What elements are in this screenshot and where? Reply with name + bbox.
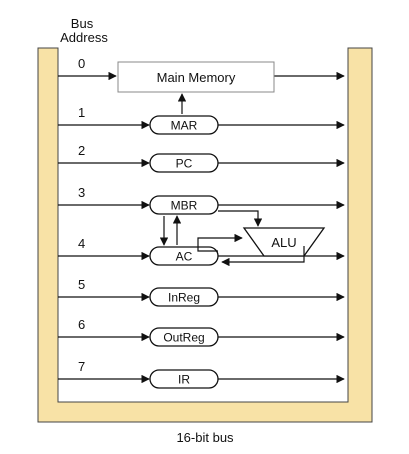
bus-address-number: 6 [78,317,85,332]
bus-address-number: 7 [78,359,85,374]
bus-address-number: 0 [78,56,85,71]
alu-label: ALU [271,235,296,250]
inreg-register-label: InReg [168,291,200,305]
mbr-to-alu-arrow [218,210,263,227]
main-memory-box [117,61,275,93]
ac-register-label: AC [176,250,193,264]
bus-address-header-line1: Bus [71,16,94,31]
main-memory-label: Main Memory [157,70,236,85]
mar-register-box [149,115,219,135]
bus-address-number: 2 [78,143,85,158]
bus-address-number: 1 [78,105,85,120]
outreg-register-box [149,327,219,347]
pc-register-label: PC [176,157,193,171]
bus-width-label: 16-bit bus [176,430,234,445]
outreg-register-label: OutReg [163,331,204,345]
pc-register-box [149,153,219,173]
alu-to-ac-arrow [221,246,305,267]
mbr-register-box [149,195,219,215]
ir-register-box [149,369,219,389]
bus-address-number: 4 [78,236,85,251]
bus-address-number: 3 [78,185,85,200]
mar-register-label: MAR [171,119,198,133]
ir-register-label: IR [178,373,190,387]
bus-address-header-line2: Address [60,30,108,45]
mbr-register-label: MBR [171,199,198,213]
ac-to-alu-arrow [197,233,243,252]
bus-frame [37,47,373,423]
inreg-register-box [149,287,219,307]
bus-address-number: 5 [78,277,85,292]
